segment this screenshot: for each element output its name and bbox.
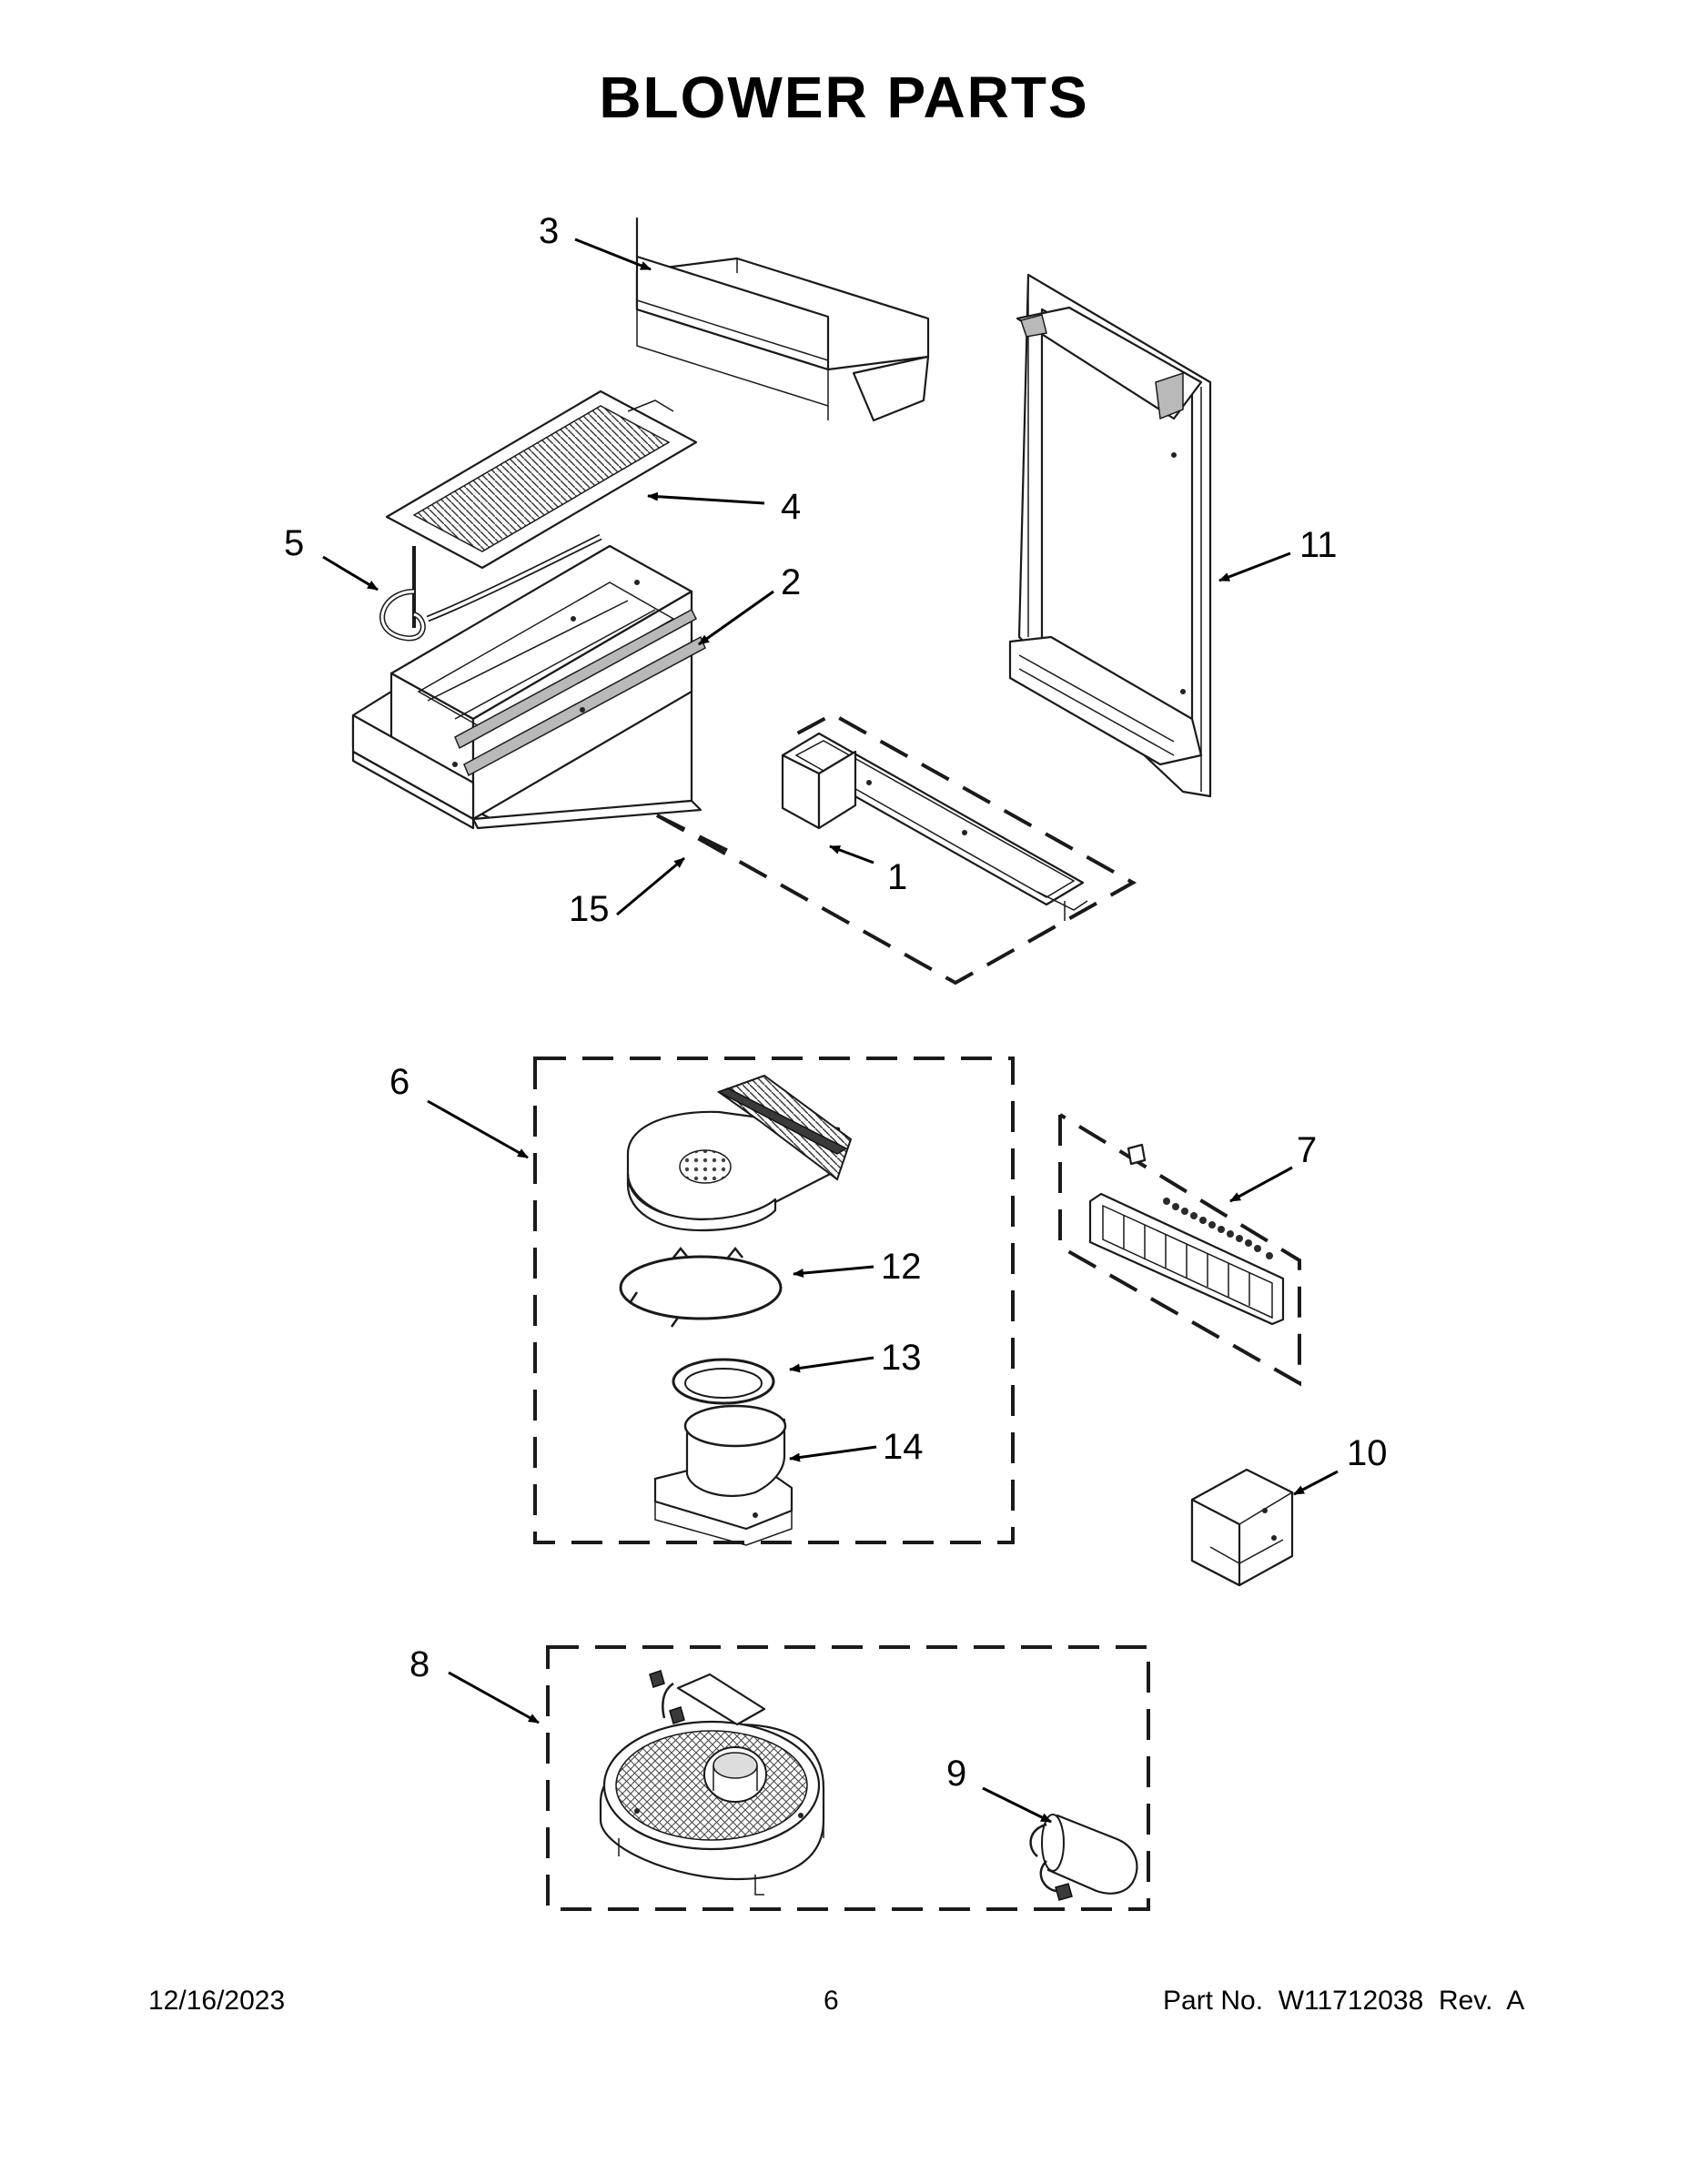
part-7-grille-kit-boundary — [1058, 1113, 1301, 1387]
callout-14: 14 — [883, 1427, 924, 1467]
part-4-filter — [385, 389, 698, 570]
callout-8: 8 — [409, 1644, 430, 1684]
callout-2: 2 — [781, 562, 801, 602]
part-15-rail-assembly-boundary — [656, 712, 1137, 986]
callout-10: 10 — [1347, 1433, 1388, 1473]
part-12-retaining-ring — [619, 1246, 783, 1328]
part-13-gasket — [672, 1358, 775, 1405]
part-3-duct-transition — [635, 217, 930, 422]
part-9-capacitor — [1029, 1814, 1138, 1901]
callout-6: 6 — [389, 1062, 409, 1102]
callout-13: 13 — [881, 1338, 922, 1378]
callout-5: 5 — [284, 523, 304, 563]
callout-7: 7 — [1297, 1130, 1317, 1170]
footer-part-number: Part No. W11712038 Rev. A — [1163, 1986, 1525, 2016]
footer-page-number: 6 — [824, 1986, 839, 2016]
callout-11: 11 — [1299, 525, 1338, 565]
part-7-grille-and-screws — [1088, 1143, 1285, 1326]
part-10-bracket — [1190, 1468, 1294, 1587]
part-5-drain-tube — [379, 533, 602, 642]
callout-3: 3 — [539, 211, 559, 251]
part-8-blower-motor — [599, 1670, 825, 1896]
page-title: BLOWER PARTS — [599, 65, 1089, 130]
footer-date: 12/16/2023 — [148, 1986, 286, 2016]
part-2-blower-housing — [351, 544, 706, 830]
part-8-kit-boundary — [546, 1645, 1150, 1911]
part-6-kit-boundary — [533, 1057, 1015, 1544]
part-1-rail — [781, 732, 1088, 921]
callout-15: 15 — [569, 889, 610, 929]
part-6-blower-scroll — [626, 1074, 853, 1232]
part-14-collar — [653, 1404, 793, 1546]
callout-9: 9 — [946, 1754, 966, 1794]
callout-4: 4 — [781, 487, 801, 527]
callout-1: 1 — [887, 857, 907, 897]
leader-arrows — [322, 238, 1339, 1824]
part-11-mounting-frame — [1008, 273, 1212, 798]
callout-labels: 3 4 5 2 11 1 15 6 7 12 13 14 10 8 9 — [284, 211, 1388, 1794]
callout-12: 12 — [881, 1247, 922, 1287]
